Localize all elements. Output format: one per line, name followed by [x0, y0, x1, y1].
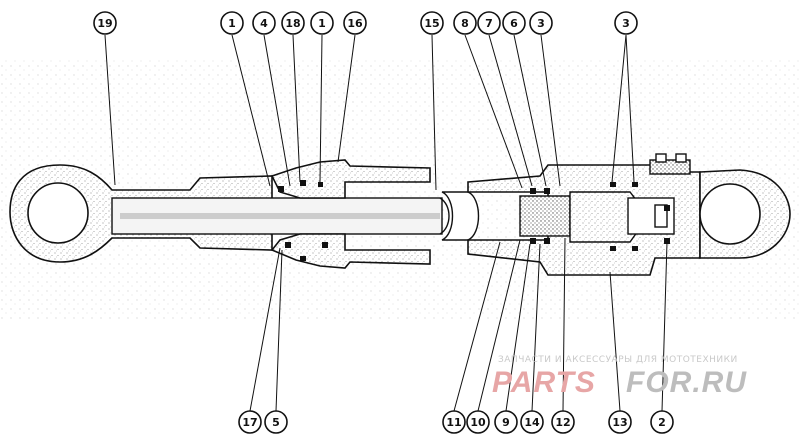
callout-1b: 1	[310, 11, 334, 35]
gland-seals	[278, 180, 328, 261]
svg-text:9: 9	[502, 416, 510, 429]
svg-text:12: 12	[555, 416, 570, 429]
svg-text:8: 8	[461, 17, 469, 30]
leader-lines-bottom	[249, 237, 668, 412]
callout-2: 2	[650, 410, 674, 434]
callout-18: 18	[281, 11, 305, 35]
base-eye	[699, 169, 791, 259]
svg-text:1: 1	[318, 17, 326, 30]
bleed-fitting	[649, 153, 691, 175]
svg-text:7: 7	[485, 17, 493, 30]
callout-14: 14	[520, 410, 544, 434]
svg-text:1: 1	[228, 17, 236, 30]
callout-5: 5	[264, 410, 288, 434]
svg-text:14: 14	[524, 416, 540, 429]
svg-text:6: 6	[510, 17, 518, 30]
callout-11: 11	[442, 410, 466, 434]
svg-text:18: 18	[285, 17, 300, 30]
callout-10: 10	[466, 410, 490, 434]
callout-3b: 3	[614, 11, 638, 35]
svg-text:10: 10	[470, 416, 486, 429]
cylinder-gland	[270, 159, 431, 269]
callout-16: 16	[343, 11, 367, 35]
callout-15: 15	[420, 11, 444, 35]
leader-lines-top	[104, 34, 635, 191]
watermark: ЗАПЧАСТИ И АКСЕССУАРЫ ДЛЯ МОТОТЕХНИКИ PA…	[492, 355, 747, 399]
svg-text:3: 3	[537, 17, 545, 30]
callout-6: 6	[502, 11, 526, 35]
callout-9: 9	[494, 410, 518, 434]
svg-text:2: 2	[658, 416, 666, 429]
callout-4: 4	[252, 11, 276, 35]
callout-3: 3	[529, 11, 553, 35]
svg-text:PARTS: PARTS	[492, 366, 596, 399]
svg-text:13: 13	[612, 416, 627, 429]
callout-19: 19	[93, 11, 117, 35]
svg-text:15: 15	[424, 17, 439, 30]
svg-text:16: 16	[347, 17, 363, 30]
svg-text:3: 3	[622, 17, 630, 30]
callout-1: 1	[220, 11, 244, 35]
piston-assembly	[519, 191, 675, 243]
svg-text:FOR.RU: FOR.RU	[626, 366, 747, 399]
svg-text:4: 4	[260, 17, 268, 30]
svg-text:19: 19	[97, 17, 112, 30]
svg-text:11: 11	[446, 416, 461, 429]
svg-text:17: 17	[242, 416, 257, 429]
callout-7: 7	[477, 11, 501, 35]
svg-text:5: 5	[272, 416, 280, 429]
svg-text:ЗАПЧАСТИ И АКСЕССУАРЫ ДЛЯ МОТО: ЗАПЧАСТИ И АКСЕССУАРЫ ДЛЯ МОТОТЕХНИКИ	[498, 355, 738, 365]
callouts-top: 19 1 4 18 1 16 15 8 7 6 3 3	[93, 11, 638, 35]
callout-12: 12	[551, 410, 575, 434]
piston-seals	[530, 182, 670, 251]
callout-8: 8	[453, 11, 477, 35]
callouts-bottom: 17 5 11 10 9 14 12 13 2	[238, 410, 674, 434]
piston-rod	[111, 197, 450, 235]
callout-17: 17	[238, 410, 262, 434]
callout-13: 13	[608, 410, 632, 434]
